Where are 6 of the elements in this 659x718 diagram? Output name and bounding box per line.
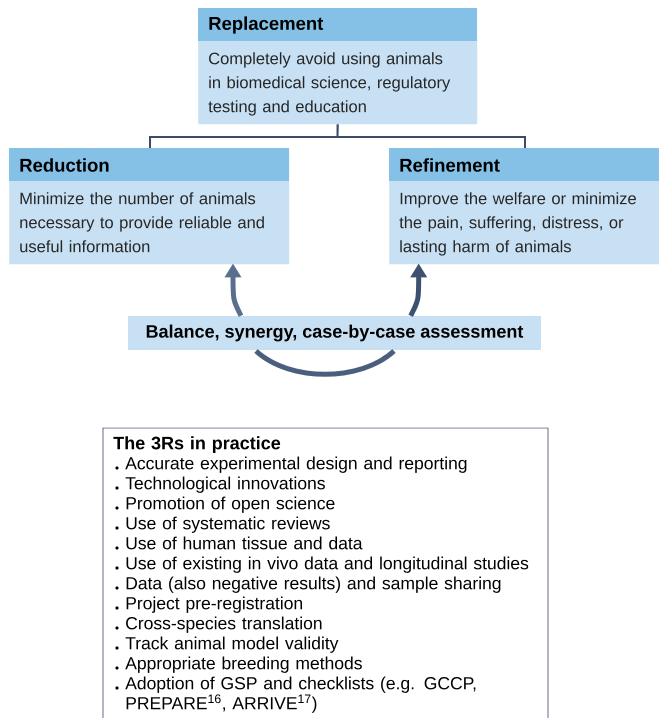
practice-list-box: The 3Rs in practice Accurate experimental design and reporting Technological innovations Promotion of open science Use of systematic reviews Use of human tissue and data Use of existing in vivo data and longitudinal studies Data (also negative results) and sample sharing Project pre-registration Cross-species translation Track animal model validity Appropriate breeding methods Adoption of GSP and checklists (e.g. GCCP, PREPARE$^{16}$, ARRIVE$^{17}$) [102,428,548,718]
text-card: Refinement Improve the welfare or minimize the pain, suffering, distress, or lasting harm of animals [389,148,659,264]
text-card: Replacement Completely avoid using animals in biomedical science, regulatory testing and education [198,8,478,124]
label-band: Balance, synergy, case-by-case assessment [128,316,541,350]
connector-line [336,124,526,148]
text-card: Reduction Minimize the number of animals necessary to provide reliable and useful information [9,148,290,264]
